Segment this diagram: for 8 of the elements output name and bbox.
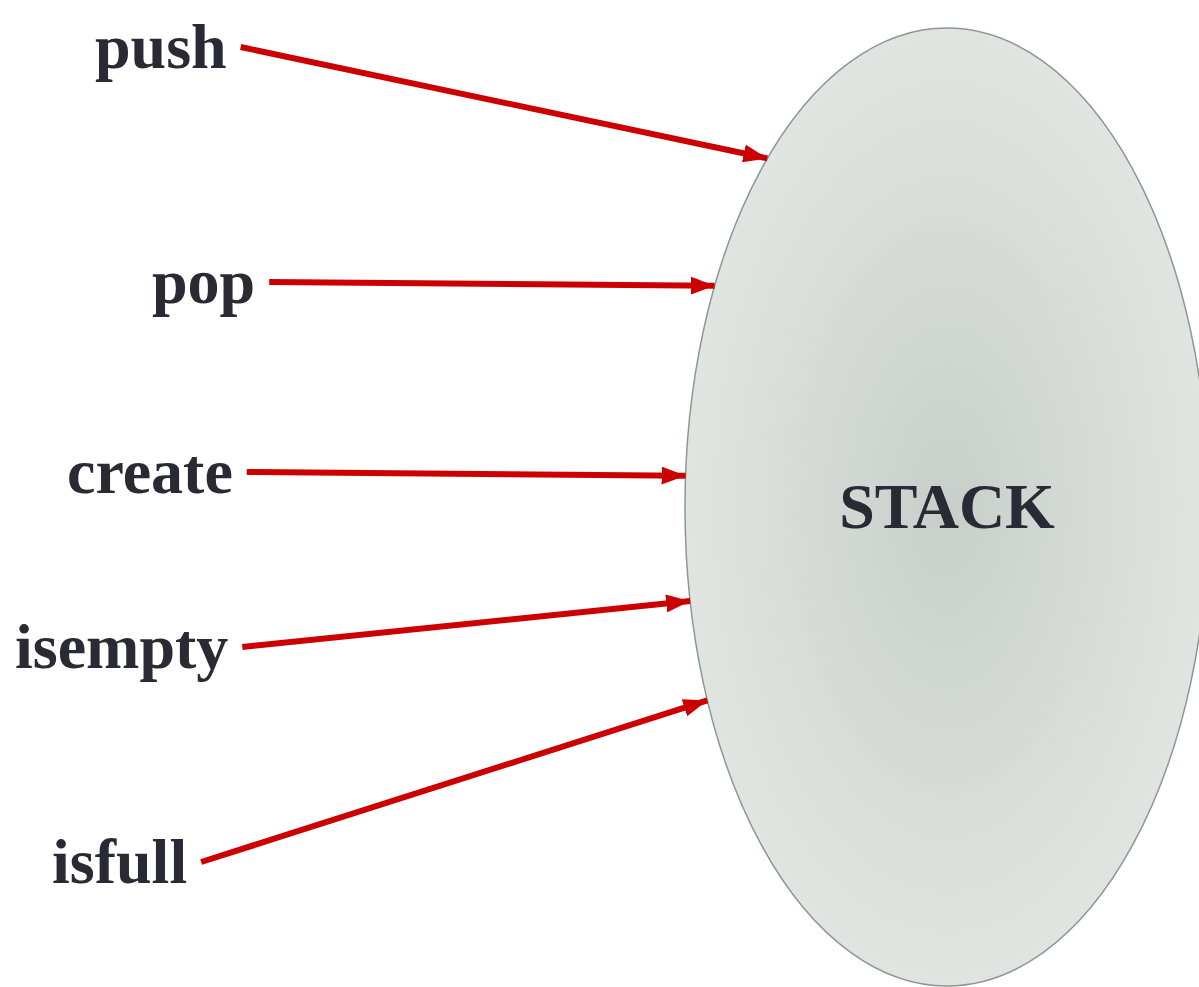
arrow [200,697,709,865]
operation-label: isfull [52,830,188,894]
arrow [246,466,686,485]
arrow [242,594,691,650]
arrow [240,44,768,163]
arrow [269,276,715,295]
ellipse-label: STACK [838,475,1056,539]
operation-label: create [67,440,233,504]
